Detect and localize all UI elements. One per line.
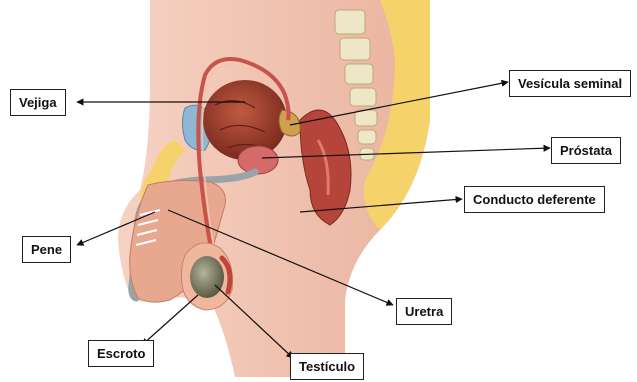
leader-uretra xyxy=(168,210,393,305)
label-conducto-deferente: Conducto deferente xyxy=(464,186,605,213)
leader-escroto xyxy=(142,295,198,345)
label-escroto: Escroto xyxy=(88,340,154,367)
leader-pene xyxy=(77,212,155,245)
leader-prostata xyxy=(262,148,550,158)
label-vesicula-seminal: Vesícula seminal xyxy=(509,70,631,97)
label-prostata: Próstata xyxy=(551,137,621,164)
label-pene: Pene xyxy=(22,236,71,263)
leader-testiculo xyxy=(215,285,293,358)
label-testiculo: Testículo xyxy=(290,353,364,380)
label-uretra: Uretra xyxy=(396,298,452,325)
leader-conducto-deferente xyxy=(300,199,462,212)
leader-vesicula-seminal xyxy=(290,82,508,125)
label-vejiga: Vejiga xyxy=(10,89,66,116)
